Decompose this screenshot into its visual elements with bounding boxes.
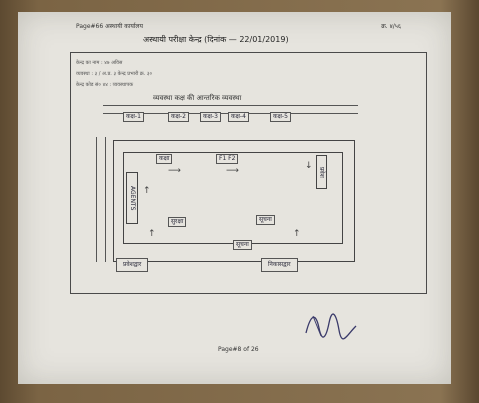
info-line-2: व्यवस्था : ३ / अ.प्र. ३ केन्द्र प्रभारी … bbox=[76, 71, 153, 77]
arrow-in-right: ↑ bbox=[293, 229, 301, 239]
vertical-label-left: AGENTS bbox=[126, 172, 138, 224]
inner-label-right: प्रवेश bbox=[316, 155, 327, 189]
room-label-1: कक्ष-1 bbox=[123, 112, 144, 122]
side-wall bbox=[96, 137, 106, 262]
info-line-3: केन्द्र कोड सं० ४४ : व्यवस्थापक bbox=[76, 82, 134, 88]
room-label-4: कक्ष-4 bbox=[228, 112, 249, 122]
arrow-down: ↓ bbox=[305, 161, 313, 171]
document-page: Page#66 अस्थायी कार्यालय क्र. ४/५६ अस्था… bbox=[18, 12, 451, 384]
header-left: Page#66 अस्थायी कार्यालय bbox=[76, 23, 143, 30]
handwritten-signature bbox=[305, 313, 357, 340]
room-label-2: कक्ष-2 bbox=[168, 112, 189, 122]
inner-label-bottom-left: सुरक्षा bbox=[168, 217, 187, 227]
content-box bbox=[70, 52, 427, 294]
inner-label-left: कक्षा bbox=[156, 154, 173, 164]
gate-right: निकासद्वार bbox=[261, 258, 298, 272]
room-label-3: कक्ष-3 bbox=[200, 112, 221, 122]
inner-label-bottom-right: सूचना bbox=[233, 240, 252, 250]
outer-enclosure bbox=[113, 140, 355, 262]
gate-left: प्रवेशद्वार bbox=[116, 258, 149, 272]
info-lines: केन्द्र का नाम : ४७ अविस व्यवस्था : ३ / … bbox=[76, 58, 152, 91]
arrow-in-left: ↑ bbox=[148, 229, 156, 239]
arrow-up: ↑ bbox=[143, 186, 151, 196]
header-right: क्र. ४/५६ bbox=[381, 23, 401, 30]
arrow-right-1: ⟶ bbox=[168, 166, 181, 176]
inner-label-mid: F1 F2 bbox=[216, 154, 239, 164]
document-title: अस्थायी परीक्षा केन्द्र (दिनांक — 22/01/… bbox=[143, 35, 289, 44]
room-label-5: कक्ष-5 bbox=[270, 112, 291, 122]
diagram-title: व्यवस्था कक्ष की आन्तरिक व्यवस्था bbox=[153, 94, 242, 102]
inner-label-bottom-mid: सूचना bbox=[256, 215, 275, 225]
arrow-right-2: ⟶ bbox=[226, 166, 239, 176]
page-footer: Page#8 of 26 bbox=[218, 346, 259, 353]
info-line-1: केन्द्र का नाम : ४७ अविस bbox=[76, 60, 123, 66]
